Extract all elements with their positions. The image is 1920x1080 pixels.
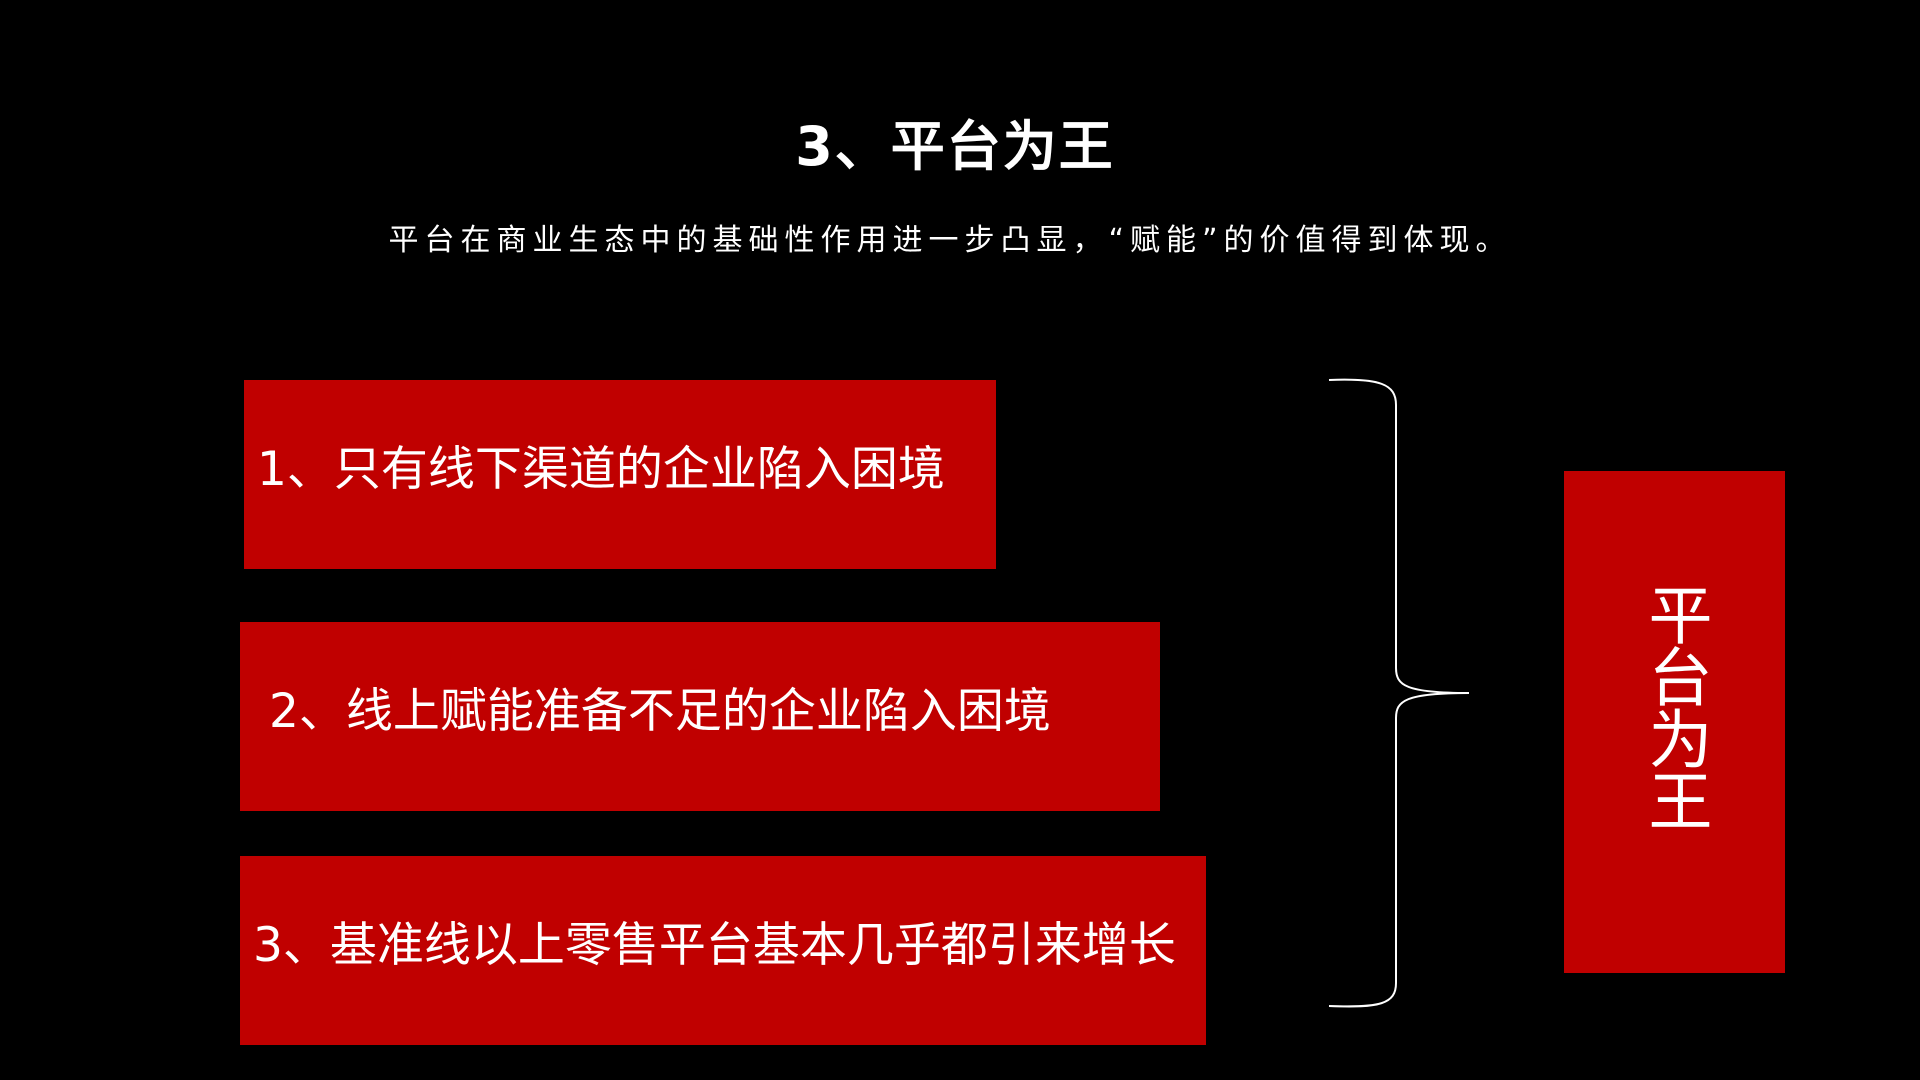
conclusion-label: 平台为王	[1637, 582, 1712, 830]
slide-subtitle: 平台在商业生态中的基础性作用进一步凸显，“赋能”的价值得到体现。	[388, 223, 1512, 258]
point-box-1: 1、只有线下渠道的企业陷入困境	[244, 380, 996, 569]
point-box-2: 2、线上赋能准备不足的企业陷入困境	[240, 622, 1160, 811]
point-label-3: 3、基准线以上零售平台基本几乎都引来增长	[253, 917, 1176, 973]
conclusion-box: 平台为王	[1564, 471, 1785, 973]
point-box-3: 3、基准线以上零售平台基本几乎都引来增长	[240, 856, 1206, 1045]
point-label-2: 2、线上赋能准备不足的企业陷入困境	[269, 683, 1051, 739]
slide-title: 3、平台为王	[795, 115, 1115, 178]
right-brace-icon	[1328, 378, 1470, 1008]
point-label-1: 1、只有线下渠道的企业陷入困境	[257, 441, 945, 497]
